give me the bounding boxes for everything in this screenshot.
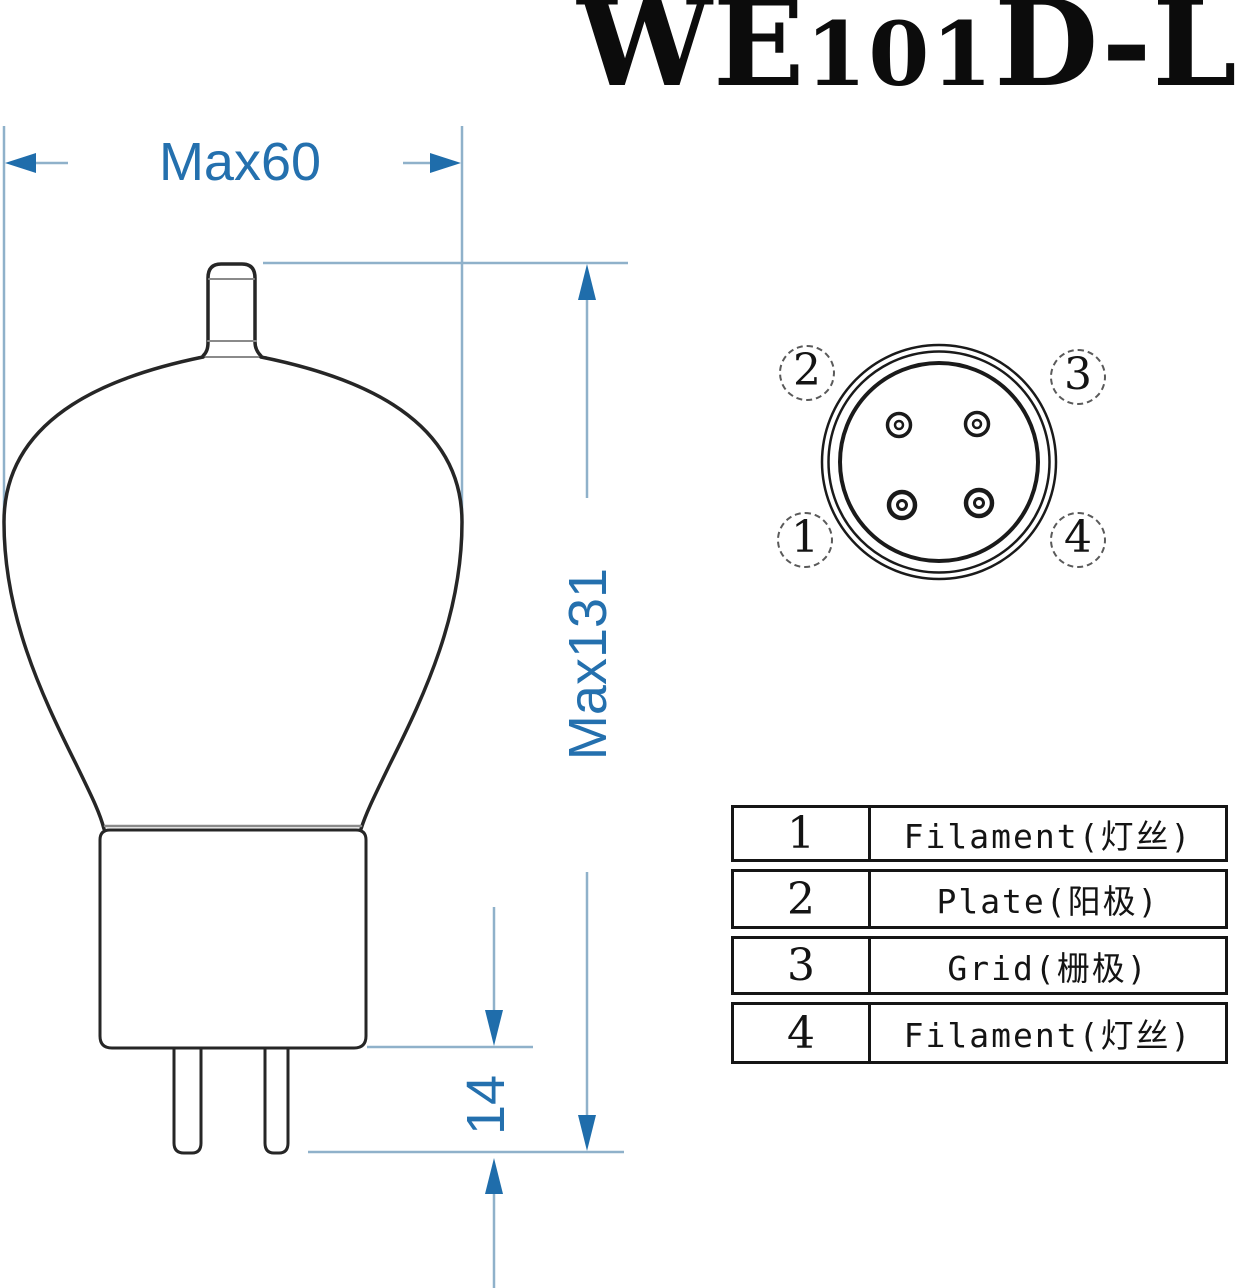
socket-pin-top-left-core xyxy=(893,419,905,431)
socket-pin-top-left xyxy=(885,411,913,439)
pin-number-2-badge: 2 xyxy=(779,345,835,401)
tube-base xyxy=(98,828,368,1050)
pin-number-3-badge: 3 xyxy=(1050,349,1106,405)
tube-tip xyxy=(201,262,263,358)
pin-number-4-badge: 4 xyxy=(1050,512,1106,568)
dim14-arrow-upper xyxy=(485,1010,503,1046)
bulb-left-side xyxy=(2,355,205,831)
socket-middle-ring xyxy=(827,350,1051,574)
max131-label: Max131 xyxy=(558,567,618,761)
socket-pin-bottom-right xyxy=(963,487,995,519)
pin-number-4: 4 xyxy=(1064,512,1092,563)
table-row: 1 Filament(灯丝) xyxy=(731,805,1228,862)
max60-arrow-left xyxy=(5,153,36,173)
socket-pin-top-right-core xyxy=(971,418,983,430)
title-digits: 101 xyxy=(805,3,995,106)
tube-front-view xyxy=(2,262,464,1155)
max131-arrow-top xyxy=(578,264,596,300)
pin-number-cell: 2 xyxy=(734,872,871,926)
bulb-right-side xyxy=(259,355,464,831)
tube-pin-left xyxy=(172,1046,203,1155)
socket-outer-ring xyxy=(820,343,1058,581)
pin-function-table: 1 Filament(灯丝) 2 Plate(阳极) 3 Grid(栅极) 4 … xyxy=(731,805,1228,1064)
max60-label: Max60 xyxy=(158,132,322,192)
pin-number-cell: 3 xyxy=(734,939,871,992)
pin-number-2: 2 xyxy=(793,345,821,396)
pin-function-cell: Filament(灯丝) xyxy=(903,816,1193,856)
title-we: WE xyxy=(577,0,806,114)
pin-number-1-badge: 1 xyxy=(777,512,833,568)
pin-length-label: 14 xyxy=(456,1074,516,1136)
pin-number-cell: 4 xyxy=(734,1005,871,1061)
max60-arrow-right xyxy=(430,153,461,173)
pin-number-cell: 1 xyxy=(734,808,871,859)
tube-pin-right xyxy=(263,1046,290,1155)
table-row: 2 Plate(阳极) xyxy=(731,869,1228,929)
page-title: WE101D-L xyxy=(565,0,1235,104)
socket-pin-top-right xyxy=(963,410,991,438)
socket-pin-bottom-right-core xyxy=(973,497,985,509)
pin-function-cell: Filament(灯丝) xyxy=(903,1016,1193,1055)
dim14-arrow-lower xyxy=(485,1158,503,1194)
pin-number-3: 3 xyxy=(1064,349,1092,400)
socket-pin-bottom-left xyxy=(886,489,918,521)
pin-function-cell: Grid(栅极) xyxy=(947,948,1149,988)
socket-bottom-view xyxy=(820,343,1058,581)
pin-function-cell: Plate(阳极) xyxy=(936,882,1160,921)
socket-inner-ring xyxy=(838,361,1040,563)
dimension-lines xyxy=(2,126,628,1288)
title-suffix: D-L xyxy=(994,0,1235,114)
max131-arrow-bottom xyxy=(578,1115,596,1151)
socket-pin-bottom-left-core xyxy=(896,499,908,511)
dimension-arrowheads xyxy=(5,153,596,1194)
table-row: 3 Grid(栅极) xyxy=(731,936,1228,995)
table-row: 4 Filament(灯丝) xyxy=(731,1002,1228,1064)
pin-number-1: 1 xyxy=(791,512,819,563)
